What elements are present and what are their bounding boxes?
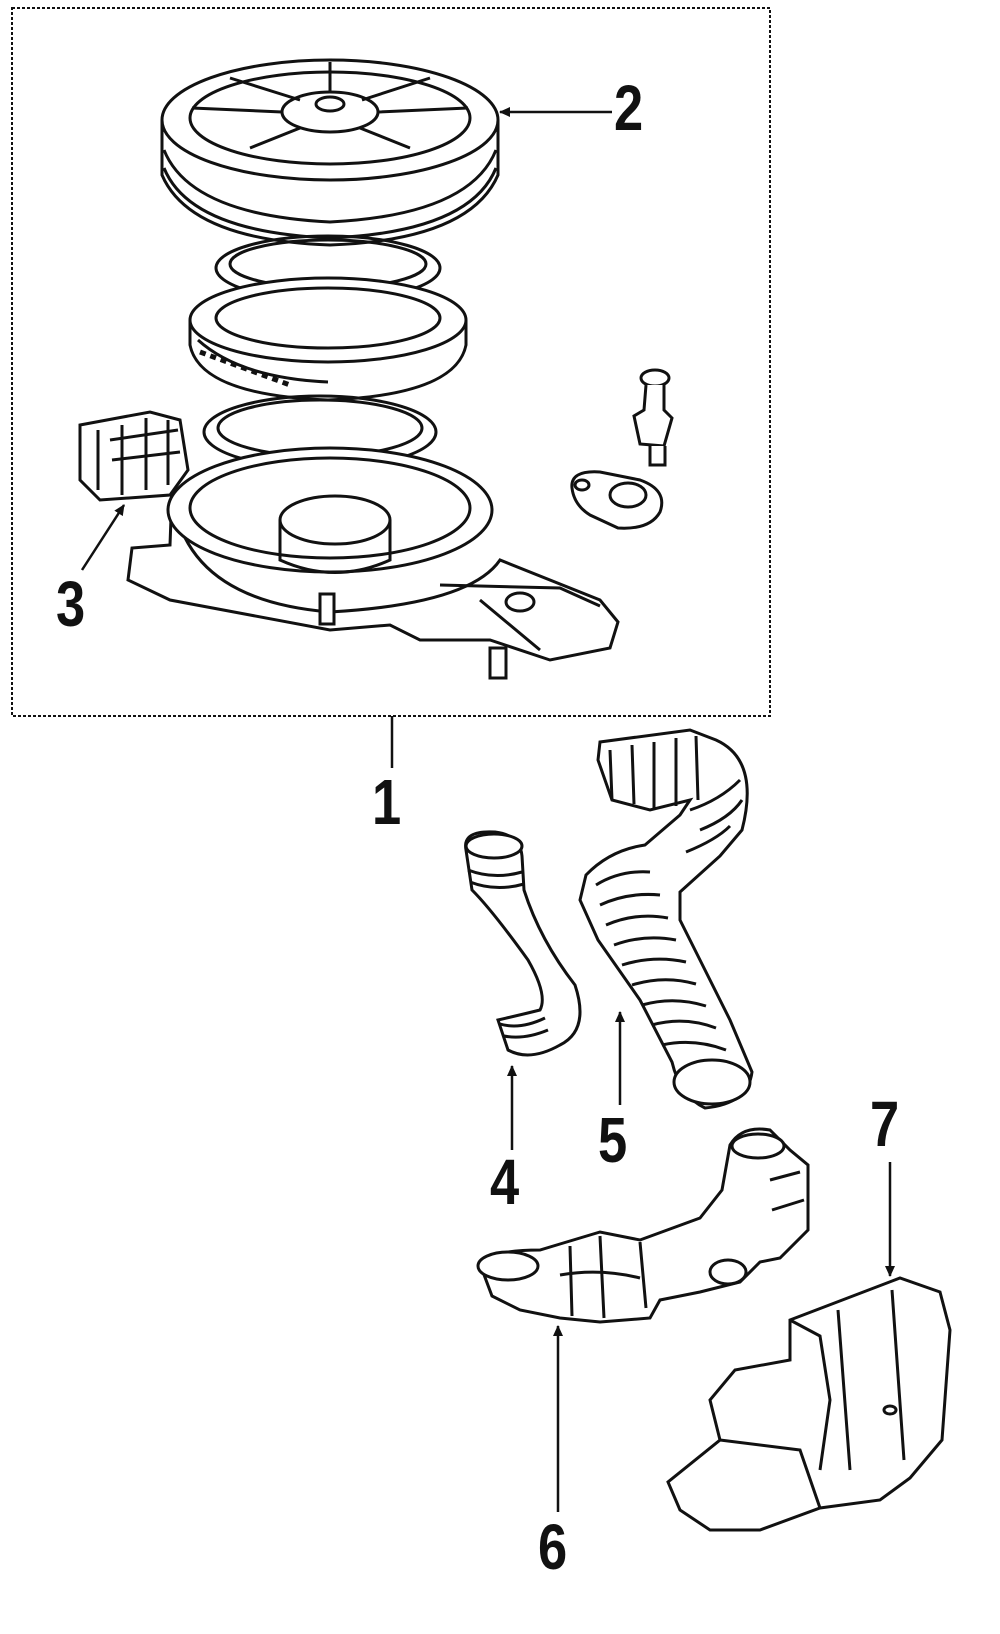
breather-hose bbox=[464, 830, 582, 1057]
air-cleaner-housing bbox=[126, 446, 620, 680]
intake-duct bbox=[578, 728, 754, 1110]
callout-6: 6 bbox=[538, 1511, 568, 1583]
air-inlet-connector bbox=[78, 410, 190, 502]
valve-gasket bbox=[570, 470, 664, 530]
air-cleaner-lid bbox=[160, 58, 500, 247]
callout-4: 4 bbox=[490, 1146, 520, 1218]
callout-5: 5 bbox=[598, 1104, 628, 1176]
filter-element bbox=[188, 276, 468, 402]
callout-1: 1 bbox=[372, 766, 402, 838]
duct-cover bbox=[666, 1276, 952, 1532]
callout-3: 3 bbox=[56, 568, 86, 640]
vacuum-valve bbox=[632, 368, 674, 467]
leader-3 bbox=[80, 504, 126, 571]
leader-lines bbox=[80, 107, 895, 1512]
callout-7: 7 bbox=[870, 1088, 900, 1160]
callout-2: 2 bbox=[614, 72, 644, 144]
intake-resonator bbox=[476, 1127, 810, 1324]
